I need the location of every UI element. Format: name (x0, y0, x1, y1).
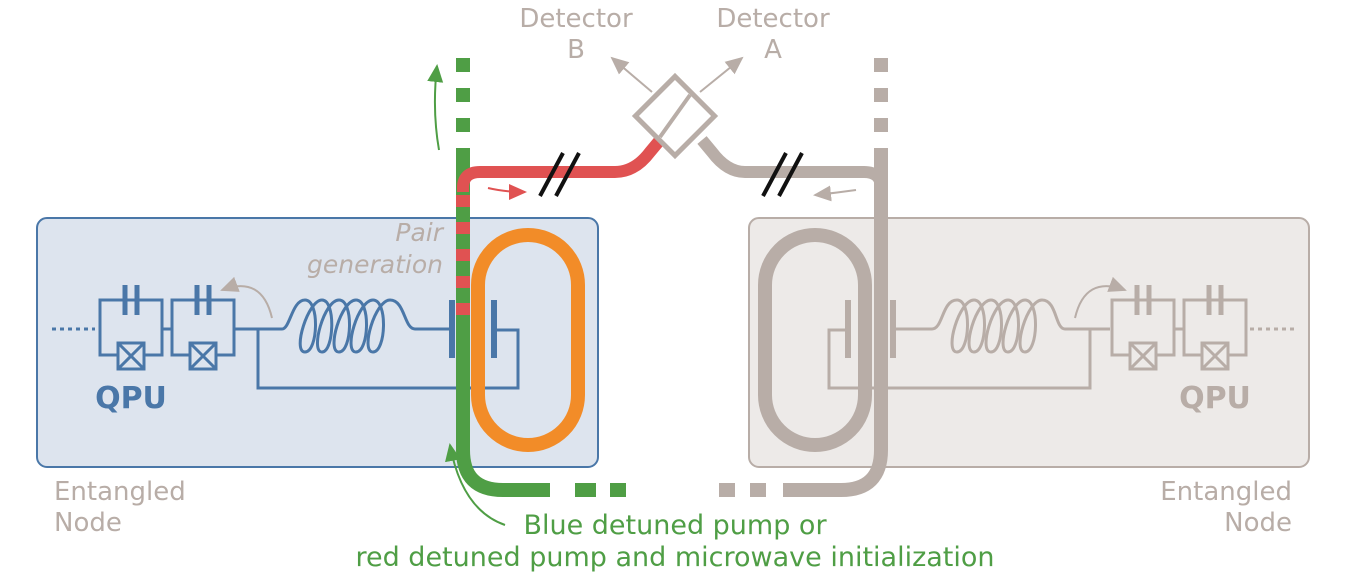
left-ring-resonator (471, 228, 585, 452)
left-output-fiber (457, 136, 665, 192)
left-flow-arrow (487, 183, 527, 200)
detector-b-arrow (610, 56, 653, 93)
detector-a-label-line2: A (764, 35, 782, 65)
detector-b-label-line2: B (567, 35, 585, 65)
left-circuit (52, 285, 520, 390)
left-entangled-node-line2: Node (54, 508, 122, 538)
pump-caption-line1: Blue detuned pump or (523, 510, 827, 541)
right-circuit (827, 285, 1295, 390)
right-entangled-node-line2: Node (1224, 508, 1292, 538)
left-qpu-label: QPU (95, 381, 167, 416)
right-output-fiber (697, 136, 887, 189)
left-inductor-coil (258, 298, 450, 354)
detector-b-label-line1: Detector (519, 4, 633, 34)
beamsplitter (631, 72, 719, 160)
right-pump-waveguide (719, 58, 888, 497)
right-flow-arrow (813, 185, 857, 202)
right-coupling-arrow (1074, 276, 1127, 319)
pump-input-arrow (445, 443, 506, 526)
right-node-box (748, 217, 1310, 468)
pair-generation-label-line1: Pair (395, 218, 444, 247)
pair-generation-label-line2: generation (307, 250, 443, 279)
left-coupling-arrow (220, 276, 273, 319)
right-qpu-label: QPU (1179, 381, 1251, 416)
upward-pump-arrow (427, 64, 444, 151)
right-inductor-coil (895, 298, 1090, 354)
detector-a-label-line1: Detector (716, 4, 830, 34)
left-entangled-node-line1: Entangled (54, 477, 186, 507)
detector-a-arrow (699, 56, 744, 93)
left-pump-waveguide (456, 58, 626, 497)
fiber-break-marks (538, 152, 804, 197)
right-entangled-node-line1: Entangled (1160, 477, 1292, 507)
right-ring-resonator (758, 228, 872, 452)
pump-caption-line2: red detuned pump and microwave initializ… (355, 542, 994, 573)
